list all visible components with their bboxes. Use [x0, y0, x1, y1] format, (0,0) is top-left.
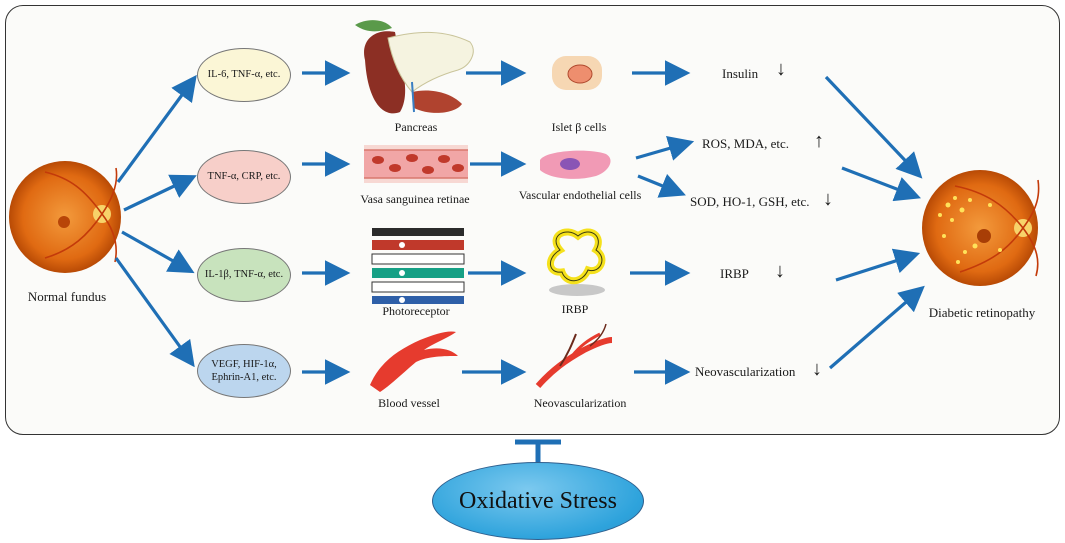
tissue-label-pancreas: Pancreas — [394, 120, 438, 134]
factor-text: IL-1β, TNF-α, etc. — [204, 269, 284, 281]
cell-label-irbp: IRBP — [561, 302, 589, 316]
cell-label-islet: Islet β cells — [551, 120, 607, 134]
oxidative-stress-label: Oxidative Stress — [459, 487, 617, 514]
factor-text-line2: Ephrin-A1, etc. — [211, 372, 277, 383]
arrow-down-icon: ↓ — [776, 58, 786, 80]
inhibition-bar — [515, 439, 561, 462]
outcome-sod-ho1-gsh: SOD, HO-1, GSH, etc. — [690, 194, 810, 209]
neovascularization-image — [535, 323, 613, 388]
arrow-down-icon: ↓ — [775, 260, 785, 282]
tissue-label-photoreceptor: Photoreceptor — [382, 304, 450, 318]
pancreas-image — [355, 20, 474, 114]
factor-text: IL-6, TNF-α, etc. — [207, 69, 281, 81]
normal-fundus-image — [9, 161, 121, 273]
tissue-label-blood-vessel: Blood vessel — [378, 396, 440, 410]
arrow-down-icon: ↓ — [812, 358, 822, 380]
blood-vessel-image — [370, 331, 458, 392]
factor-oval-row2: TNF-α, CRP, etc. — [197, 150, 291, 204]
arrow-up-icon: ↑ — [814, 130, 824, 152]
photoreceptor-image — [371, 228, 465, 304]
oxidative-stress-ellipse: Oxidative Stress — [432, 462, 644, 540]
outcome-insulin: Insulin — [722, 66, 759, 81]
normal-fundus-label: Normal fundus — [27, 289, 107, 304]
outcome-neovascularization: Neovascularization — [695, 364, 796, 379]
cell-label-neovascularization: Neovascularization — [533, 396, 627, 410]
diabetic-retinopathy-label: Diabetic retinopathy — [928, 305, 1036, 320]
tissue-label-retinal-vessel: Vasa sanguinea retinae — [360, 192, 470, 206]
diabetic-fundus-image — [922, 170, 1040, 286]
factor-oval-row4: VEGF, HIF-1α, Ephrin-A1, etc. — [197, 344, 291, 398]
islet-beta-cell-image — [552, 56, 602, 90]
factor-oval-row1: IL-6, TNF-α, etc. — [197, 48, 291, 102]
factor-oval-row3: IL-1β, TNF-α, etc. — [197, 248, 291, 302]
cell-label-endothelial: Vascular endothelial cells — [518, 188, 642, 202]
endothelial-cell-image — [540, 150, 611, 179]
factor-text-line1: VEGF, HIF-1α, — [211, 358, 277, 370]
retinal-vessel-image — [364, 145, 468, 183]
arrows-group — [114, 60, 925, 385]
irbp-image — [547, 228, 606, 296]
arrow-down-icon: ↓ — [823, 188, 833, 210]
outcome-irbp: IRBP — [720, 266, 749, 281]
factor-text: TNF-α, CRP, etc. — [207, 171, 281, 183]
outcome-ros-mda: ROS, MDA, etc. — [702, 136, 790, 151]
